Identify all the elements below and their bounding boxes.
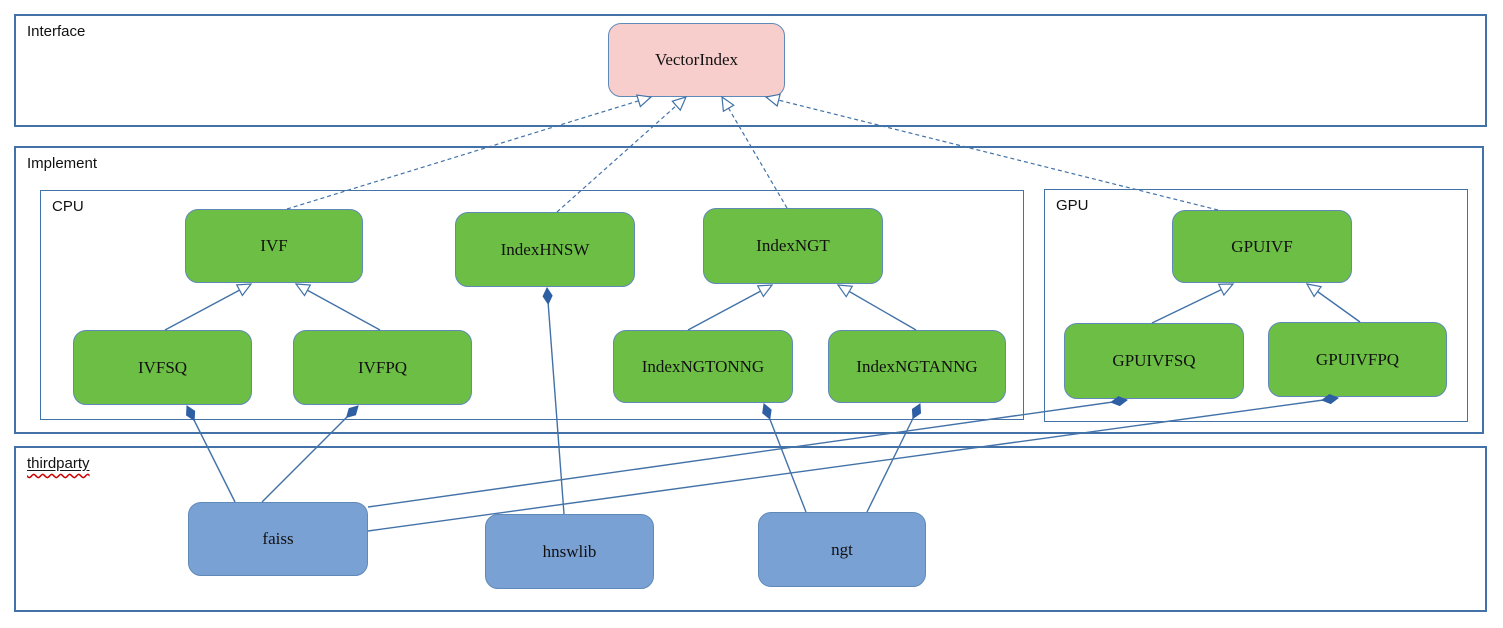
node-indexngtonng[interactable]: IndexNGTONNG — [613, 330, 793, 403]
container-label-cpu: CPU — [52, 198, 84, 215]
node-indexngt[interactable]: IndexNGT — [703, 208, 883, 284]
node-ivfsq[interactable]: IVFSQ — [73, 330, 252, 405]
node-label-gpuivfsq: GPUIVFSQ — [1112, 351, 1196, 370]
node-label-vectorindex: VectorIndex — [654, 50, 739, 69]
node-label-ivf: IVF — [260, 236, 288, 255]
node-label-hnswlib: hnswlib — [542, 541, 597, 561]
container-label-gpu: GPU — [1056, 197, 1089, 214]
container-label-implement: Implement — [27, 155, 98, 172]
node-label-gpuivfpq: GPUIVFPQ — [1315, 349, 1400, 369]
node-ivf[interactable]: IVF — [185, 209, 363, 283]
container-label-interface: Interface — [27, 23, 86, 40]
node-ivfpq[interactable]: IVFPQ — [293, 330, 472, 405]
container-label-thirdparty: thirdparty — [27, 455, 90, 472]
node-label-ivfpq: IVFPQ — [357, 357, 408, 377]
node-label-faiss: faiss — [262, 529, 294, 548]
node-label-indexngtanng: IndexNGTANNG — [856, 356, 978, 376]
node-hnswlib[interactable]: hnswlib — [485, 514, 654, 589]
node-label-indexhnsw: IndexHNSW — [500, 239, 590, 259]
node-gpuivf[interactable]: GPUIVF — [1172, 210, 1352, 283]
node-label-ngt: ngt — [831, 539, 853, 559]
node-label-ivfsq: IVFSQ — [137, 357, 188, 377]
node-faiss[interactable]: faiss — [188, 502, 368, 576]
node-label-indexngtonng: IndexNGTONNG — [641, 356, 765, 376]
node-label-gpuivf: GPUIVF — [1231, 236, 1293, 256]
node-gpuivfsq[interactable]: GPUIVFSQ — [1064, 323, 1244, 399]
node-indexngtanng[interactable]: IndexNGTANNG — [828, 330, 1006, 403]
node-vectorindex[interactable]: VectorIndex — [608, 23, 785, 97]
node-gpuivfpq[interactable]: GPUIVFPQ — [1268, 322, 1447, 397]
node-label-indexngt: IndexNGT — [756, 236, 830, 255]
node-ngt[interactable]: ngt — [758, 512, 926, 587]
node-indexhnsw[interactable]: IndexHNSW — [455, 212, 635, 287]
